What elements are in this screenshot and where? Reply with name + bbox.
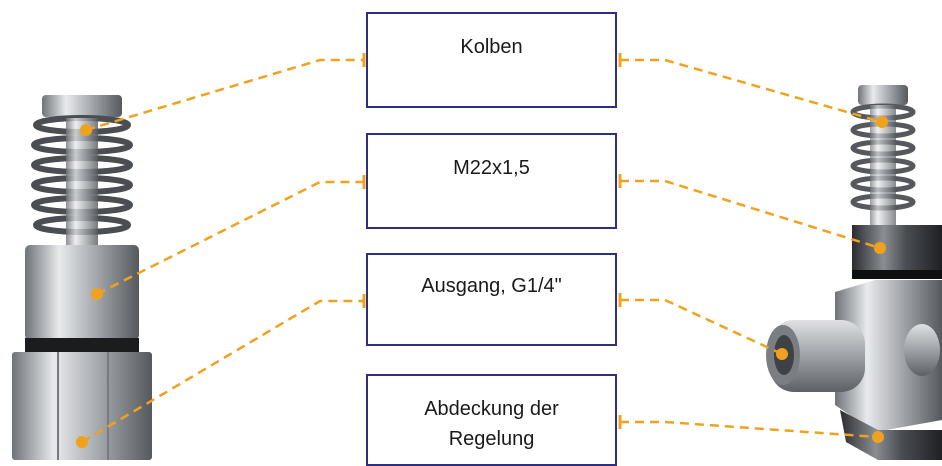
valve-housing-right [835, 280, 942, 432]
label-box-kolben: Kolben [366, 12, 617, 108]
callout-dot-ausgang-left [76, 436, 88, 448]
label-box-ausgang: Ausgang, G1/4" [366, 253, 617, 346]
callout-dot-ausgang-right [776, 348, 788, 360]
callout-line-ausgang-left [81, 299, 364, 444]
callout-ticks [362, 53, 622, 429]
callout-line-abdeckung-right [620, 420, 879, 439]
label-text-ausgang: Ausgang, G1/4" [421, 275, 562, 297]
callout-line-m22-right [620, 179, 881, 250]
label-text-m22x1-5: M22x1,5 [453, 157, 530, 179]
bottom-cap-right [840, 410, 942, 460]
piston-cap-right [858, 85, 908, 105]
label-text-kolben: Kolben [460, 36, 523, 58]
callout-line-kolben-right [620, 58, 883, 124]
label-text-abdeckung: Abdeckung der Regelung [424, 398, 559, 450]
label-box-abdeckung: Abdeckung der Regelung [366, 374, 617, 466]
callout-dot-kolben-left [80, 124, 92, 136]
callout-dot-m22-left [91, 288, 103, 300]
o-ring [25, 338, 139, 352]
straight-valve-photo [12, 95, 152, 460]
callout-lines [81, 58, 883, 444]
callout-line-m22-left [96, 180, 364, 296]
callout-line-kolben-left [85, 58, 364, 132]
callout-dot-m22-right [874, 242, 886, 254]
callout-line-ausgang-right [620, 298, 783, 356]
thread-body [25, 245, 139, 340]
dark-body-right [852, 225, 942, 277]
piston-stem [66, 118, 98, 248]
label-box-m22x1-5: M22x1,5 [366, 133, 617, 229]
hex-nut [12, 352, 152, 460]
callout-dots [76, 116, 888, 448]
callout-dot-abdeckung-right [872, 431, 884, 443]
callout-dot-kolben-right [876, 116, 888, 128]
angled-valve-photo [766, 85, 942, 460]
piston-cap [42, 95, 122, 117]
